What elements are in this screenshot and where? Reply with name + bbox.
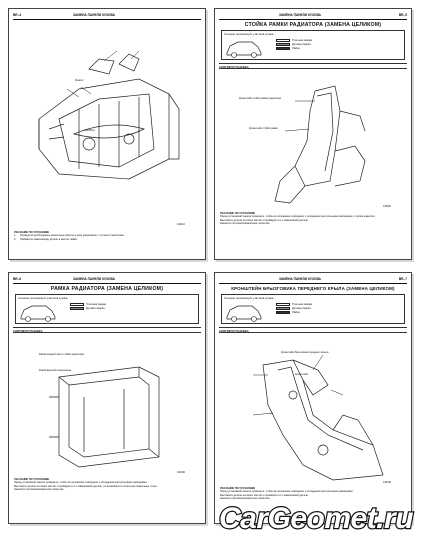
car-outline-icon <box>20 305 56 322</box>
spot-weld-icon <box>276 303 290 306</box>
note-heading: УКАЗАНИЕ ПО УСТАНОВКЕ <box>14 231 50 234</box>
page-number: BR–5 <box>398 13 407 17</box>
manual-page-4: ЗАМЕНА ПАНЕЛИ КУЗОВА BR–7 КРОНШТЕЙН БРЫЗ… <box>214 272 412 524</box>
page-title: СТОЙКА РАМКИ РАДИАТОРА (ЗАМЕНА ЦЕЛИКОМ) <box>244 22 382 28</box>
note-line: Выставите детали на своих местах и прива… <box>220 493 309 497</box>
manual-page-2: ЗАМЕНА ПАНЕЛИ КУЗОВА BR–5 СТОЙКА РАМКИ Р… <box>214 8 412 260</box>
removal-heading: СНЯТИЕ/УСТАНОВКА <box>219 327 407 333</box>
arc-weld-icon <box>276 43 290 47</box>
car-outline-icon <box>226 41 262 58</box>
car-outline-icon <box>226 305 262 322</box>
note-line: Нанесите противоприварочное покрытие. <box>220 222 271 226</box>
installation-note: УКАЗАНИЕ ПО УСТАНОВКЕ Перед установкой п… <box>220 487 406 501</box>
radiator-frame-diagram <box>49 366 160 468</box>
page-title: КРОНШТЕЙН БРЫЗГОВИКА ПЕРЕДНЕГО КРЫЛА (ЗА… <box>231 286 395 291</box>
radiator-support-diagram <box>274 85 366 204</box>
note-line: Перед установкой панели проверьте, чтобы… <box>14 481 148 485</box>
figure-code: 140030 <box>177 471 185 474</box>
note-line: Нанесите противоприварочное покрытие. <box>220 497 271 501</box>
part-label: Кронштейн <box>295 373 308 376</box>
fender-apron-bracket-diagram <box>252 354 384 481</box>
section-title: ЗАМЕНА ПАНЕЛИ КУЗОВА <box>279 277 321 281</box>
page-header: BR–6 ЗАМЕНА ПАНЕЛИ КУЗОВА <box>13 276 201 284</box>
cargeomet-watermark: CarGeomet.ru <box>218 501 415 536</box>
page-header: ЗАМЕНА ПАНЕЛИ КУЗОВА BR–5 <box>219 12 407 20</box>
figure-code: 140040 <box>383 481 391 484</box>
part-label: Кронштейн брызговика переднего крыла <box>281 351 329 354</box>
note-line: Выставите детали на своих местах и прива… <box>220 218 309 222</box>
note-line: Перед установкой панели проверьте, чтобы… <box>220 215 375 219</box>
legend-caption: Сечение печатающих участков кузова <box>224 296 274 300</box>
part-label: Кронштейн стойки рамки <box>249 127 278 130</box>
weld-legend-box: Сечение печатающих участков кузова Точеч… <box>221 294 405 324</box>
removal-heading: СНЯТИЕ/УСТАНОВКА <box>219 63 407 69</box>
brazing-icon <box>276 47 290 51</box>
page-header: BR–4 ЗАМЕНА ПАНЕЛИ КУЗОВА <box>13 12 201 20</box>
spot-weld-icon <box>70 303 84 306</box>
section-title: ЗАМЕНА ПАНЕЛИ КУЗОВА <box>279 13 321 17</box>
front-frame-diagram <box>38 50 180 180</box>
section-title: ЗАМЕНА ПАНЕЛИ КУЗОВА <box>73 13 115 17</box>
section-title: ЗАМЕНА ПАНЕЛИ КУЗОВА <box>73 277 115 281</box>
legend-caption: Сечение печатающих участков кузова <box>18 296 68 300</box>
removal-heading: СНЯТИЕ/УСТАНОВКА <box>13 327 201 333</box>
part-label: Ремонт <box>75 79 84 82</box>
spot-weld-icon <box>276 39 290 42</box>
installation-note: УКАЗАНИЕ ПО УСТАНОВКЕ Перед установкой п… <box>14 478 200 492</box>
weld-legend: Точечная сварка Дуговая сварка Пайка <box>276 39 312 52</box>
page-number: BR–6 <box>13 277 22 281</box>
weld-legend: Точечная сварка Дуговая сварка <box>70 303 106 311</box>
manual-page-1: BR–4 ЗАМЕНА ПАНЕЛИ КУЗОВА Ремонт (UNIMAT… <box>8 8 206 260</box>
legend-caption: Сечение печатающих участков кузова <box>224 32 274 36</box>
part-label: Кронштейн стойки рамки радиатора <box>239 97 281 100</box>
note-heading: УКАЗАНИЕ ПО УСТАНОВКЕ <box>14 478 50 481</box>
page-header: ЗАМЕНА ПАНЕЛИ КУЗОВА BR–7 <box>219 276 407 284</box>
weld-legend-box: Сечение печатающих участков кузова Точеч… <box>221 30 405 60</box>
weld-legend-box: Сечение печатающих участков кузова Точеч… <box>15 294 199 324</box>
weld-legend: Точечная сварка Дуговая сварка Пайка <box>276 303 312 316</box>
installation-note: УКАЗАНИЕ ПО УСТАНОВКЕ Перед установкой п… <box>220 212 406 226</box>
watermark-text: CarGeomet.ru <box>219 502 413 535</box>
figure-code: (UNIMAT) <box>84 129 95 132</box>
page-title: РАМКА РАДИАТОРА (ЗАМЕНА ЦЕЛИКОМ) <box>50 286 164 292</box>
page-number: BR–7 <box>398 277 407 281</box>
brazing-icon <box>276 311 290 315</box>
arc-weld-icon <box>70 307 84 311</box>
manual-page-3: BR–6 ЗАМЕНА ПАНЕЛИ КУЗОВА РАМКА РАДИАТОР… <box>8 272 206 524</box>
note-line: Перед установкой панели проверьте, чтобы… <box>220 490 354 494</box>
note-heading: УКАЗАНИЕ ПО УСТАНОВКЕ <box>220 487 256 490</box>
page-number: BR–4 <box>13 13 22 17</box>
note-line: Выставите детали на своих местах и прива… <box>14 484 158 488</box>
part-label: Рамка верхней поперечины <box>39 369 72 372</box>
arc-weld-icon <box>276 307 290 311</box>
figure-code: 140020 <box>383 205 391 208</box>
figure-code: 140110 <box>177 223 185 226</box>
part-label: Рамка нижней части стойки радиатора <box>39 353 85 356</box>
note-line: Нанесите противоприварочное покрытие. <box>14 488 65 492</box>
note-heading: УКАЗАНИЕ ПО УСТАНОВКЕ <box>220 212 256 215</box>
